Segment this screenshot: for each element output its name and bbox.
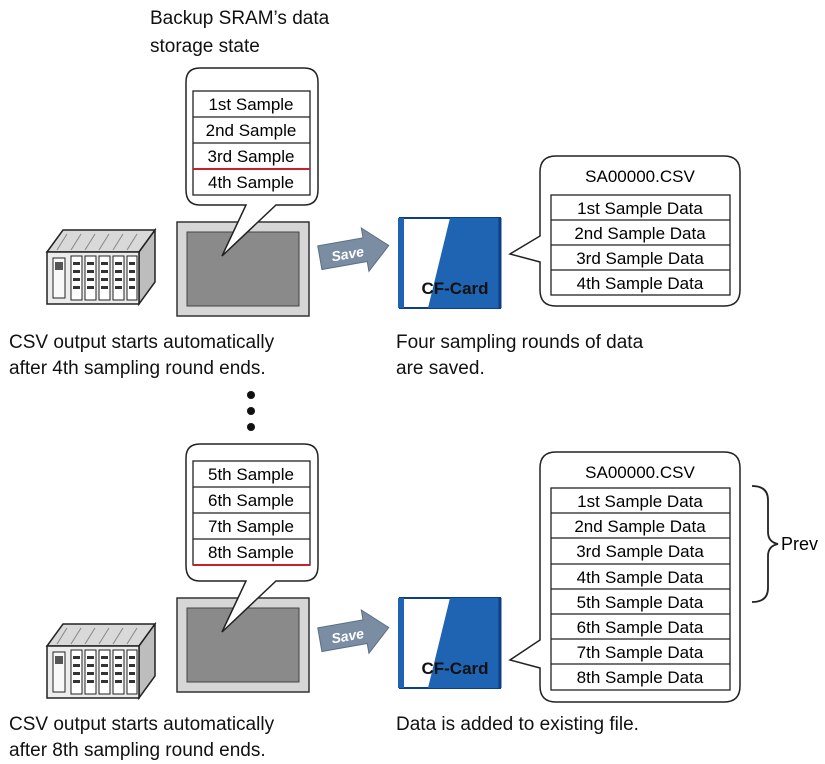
sram-table-top xyxy=(192,90,311,196)
file-table-bottom xyxy=(550,487,731,691)
bracket-icon xyxy=(751,485,779,603)
save-label: Save xyxy=(330,625,365,646)
sram-state-heading-line2: storage state xyxy=(150,36,260,57)
bottom-right-caption: Data is added to existing file. xyxy=(396,714,639,735)
file-row: 3rd Sample Data xyxy=(576,249,704,268)
sram-table-bottom xyxy=(192,460,311,566)
file-row: 1st Sample Data xyxy=(577,199,703,218)
save-arrow-icon: Save xyxy=(317,226,390,273)
save-arrow-icon: Save xyxy=(317,608,390,655)
file-row: 1st Sample Data xyxy=(577,492,703,511)
top-left-caption-line1: CSV output starts automatically xyxy=(9,332,275,353)
top-right-caption-line2: are saved. xyxy=(396,358,485,379)
file-row: 8th Sample Data xyxy=(577,668,704,687)
plc-rack-icon xyxy=(46,623,156,699)
top-left-caption-line2: after 4th sampling round ends. xyxy=(9,358,266,379)
file-row: 4th Sample Data xyxy=(577,568,704,587)
sram-row: 7th Sample xyxy=(208,517,294,536)
file-row: 2nd Sample Data xyxy=(574,517,706,536)
sram-row: 4th Sample xyxy=(208,173,294,192)
ellipsis-dots-icon xyxy=(247,391,255,431)
file-row: 4th Sample Data xyxy=(577,274,704,293)
bottom-left-caption-line1: CSV output starts automatically xyxy=(9,714,275,735)
file-name: SA00000.CSV xyxy=(585,167,695,186)
file-row: 5th Sample Data xyxy=(577,593,704,612)
sram-row: 5th Sample xyxy=(208,465,294,484)
cf-card-label: CF-Card xyxy=(421,659,488,678)
sram-row: 3rd Sample xyxy=(208,147,295,166)
cf-card-label: CF-Card xyxy=(421,279,488,298)
file-row: 3rd Sample Data xyxy=(576,542,704,561)
save-label: Save xyxy=(330,243,365,264)
file-row: 2nd Sample Data xyxy=(574,224,706,243)
file-row: 7th Sample Data xyxy=(577,643,704,662)
sram-row: 2nd Sample xyxy=(206,121,297,140)
top-right-caption-line1: Four sampling rounds of data xyxy=(396,332,644,353)
plc-rack-icon xyxy=(46,229,156,305)
file-table-top xyxy=(550,194,731,296)
sram-row: 8th Sample xyxy=(208,543,294,562)
bottom-left-caption-line2: after 8th sampling round ends. xyxy=(9,740,266,761)
file-name: SA00000.CSV xyxy=(585,463,695,482)
sram-state-heading-line1: Backup SRAM’s data xyxy=(150,8,330,29)
sram-row: 6th Sample xyxy=(208,491,294,510)
sram-row: 1st Sample xyxy=(208,95,293,114)
bracket-label: Prev xyxy=(781,534,818,554)
file-row: 6th Sample Data xyxy=(577,618,704,637)
